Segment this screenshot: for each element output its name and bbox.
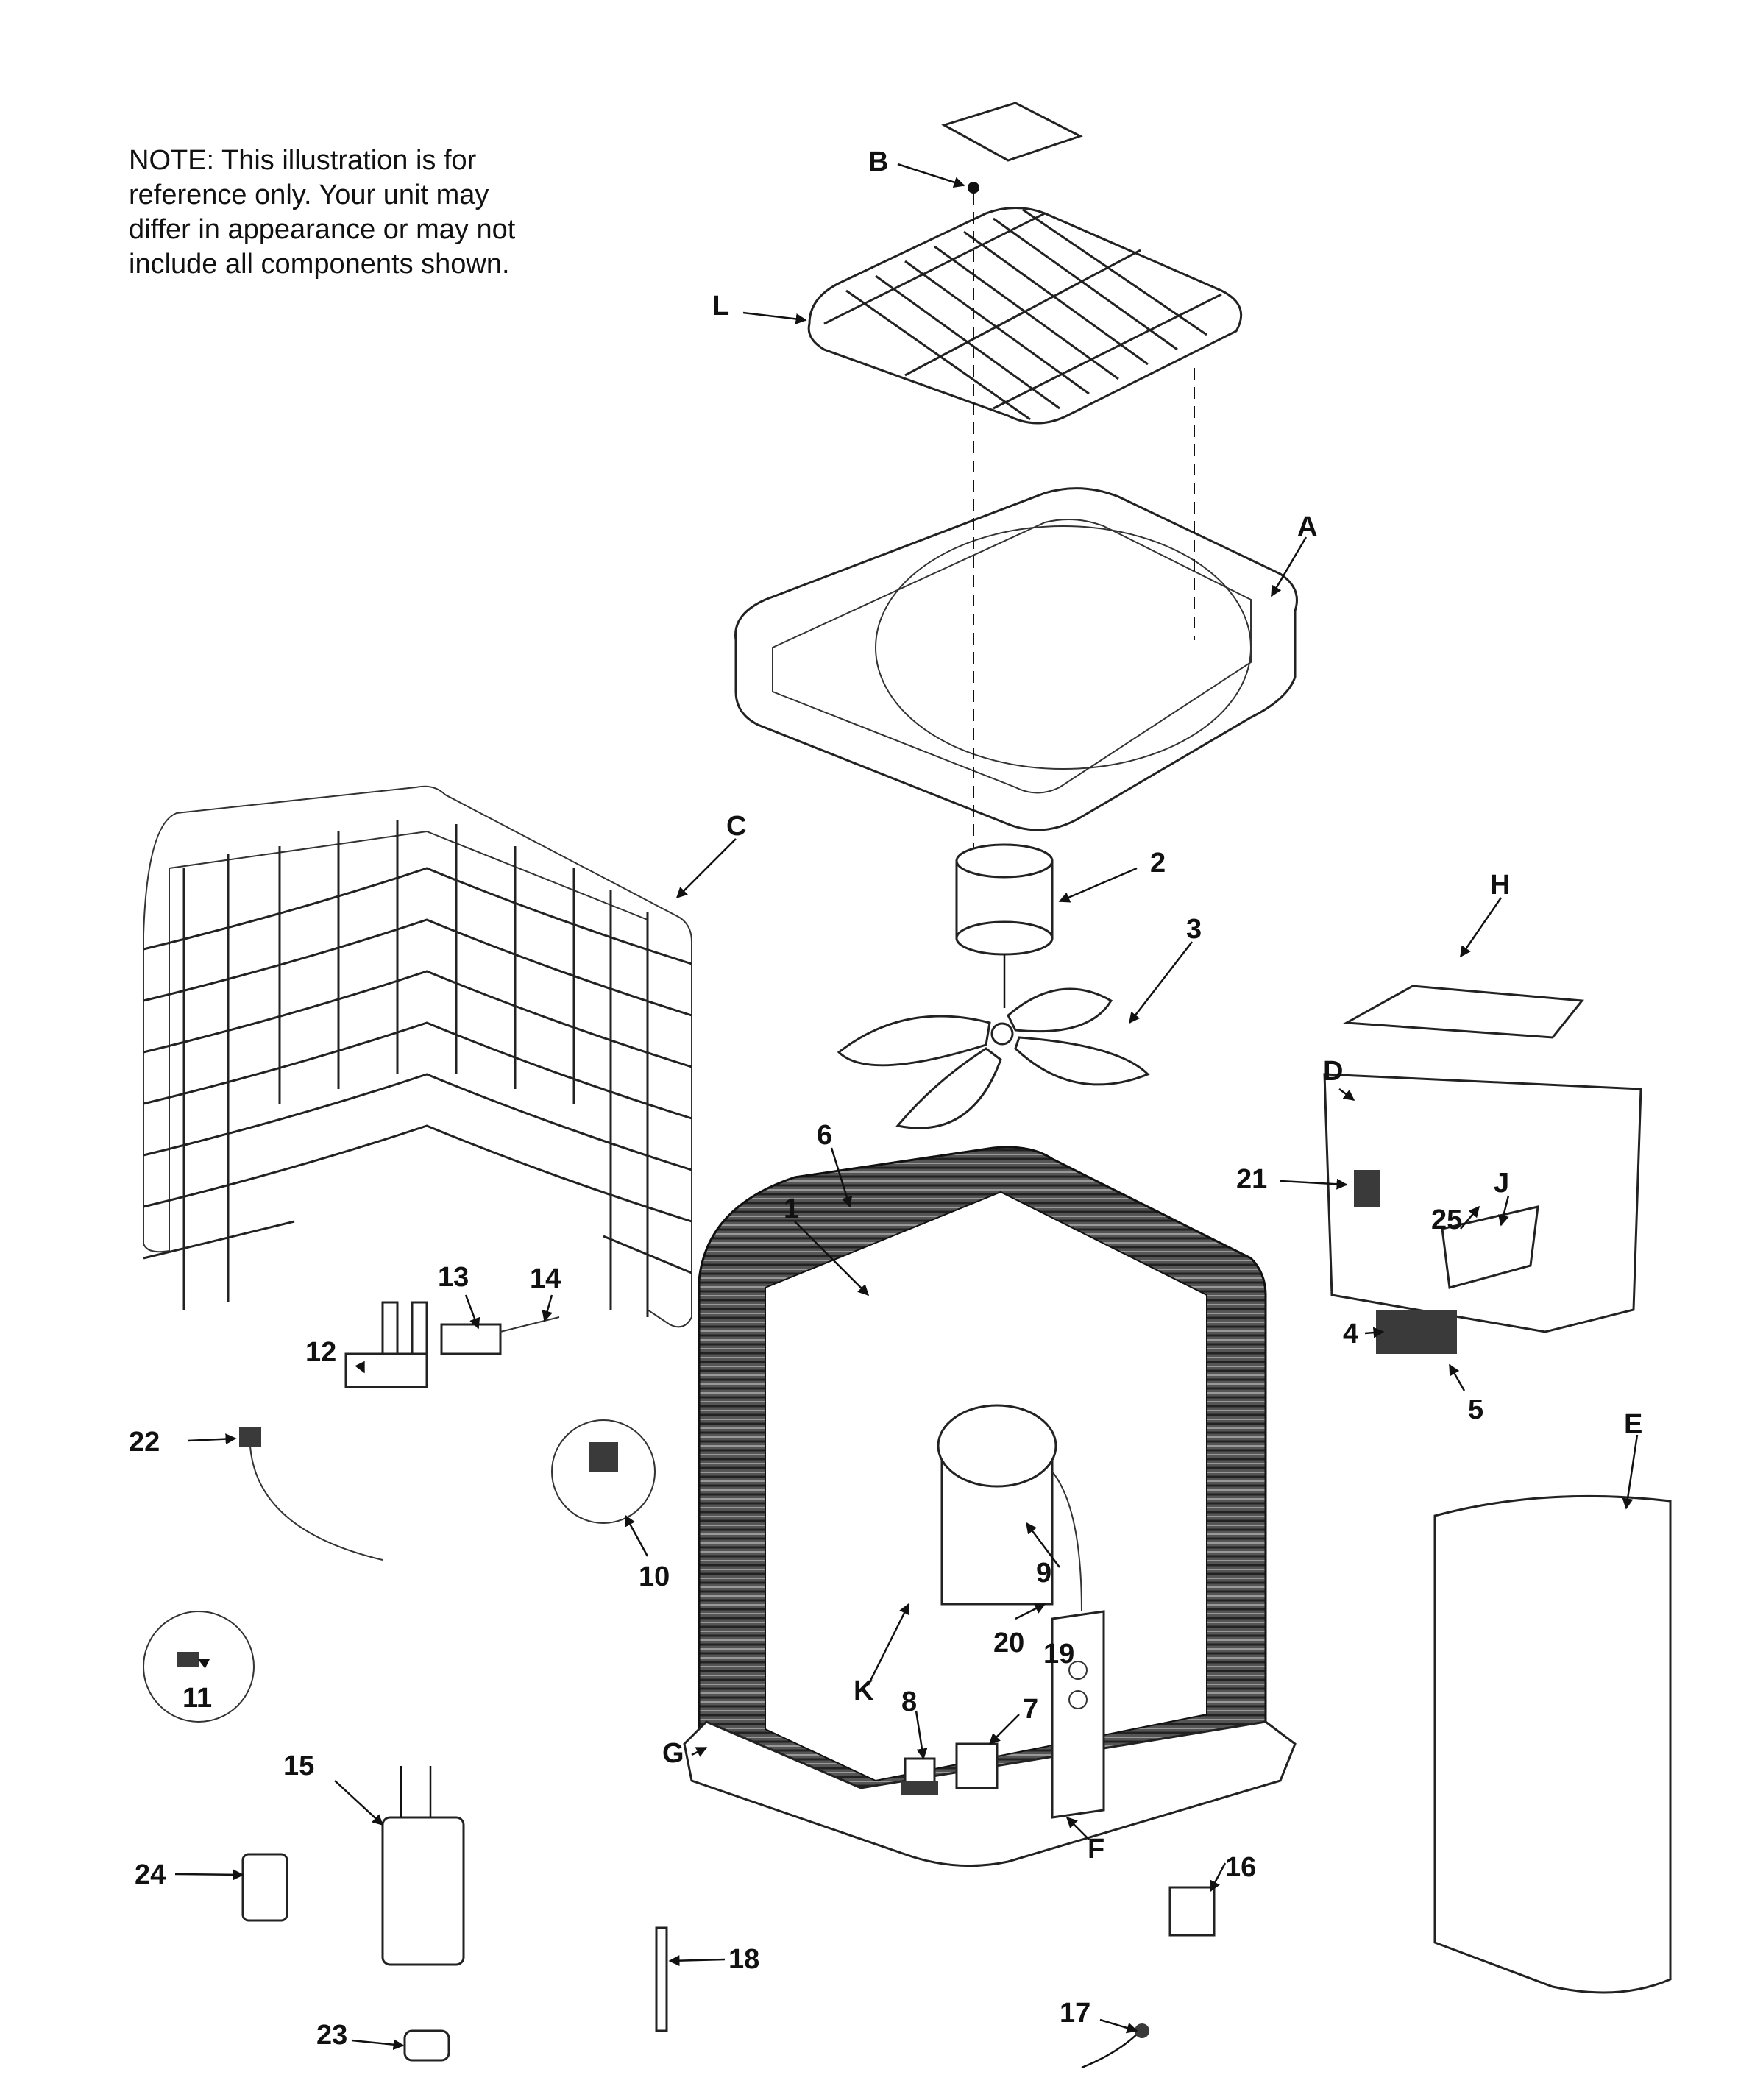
reversing-valve-assembly [344,1301,560,1388]
label-h: H [1490,870,1510,901]
label-1: 1 [784,1193,799,1224]
cap-plate [941,102,1083,162]
label-f: F [1088,1834,1104,1865]
label-19: 19 [1043,1639,1074,1670]
coil-guard [143,785,692,1328]
label-12: 12 [305,1337,336,1368]
fan-guard-grille [807,207,1243,425]
note-line: differ in appearance or may not [129,214,516,245]
base-pan [683,1720,1297,1867]
label-e: E [1624,1409,1642,1440]
label-j: J [1494,1168,1509,1199]
corner-panel [1051,1610,1105,1819]
label-b: B [868,146,888,177]
label-5: 5 [1468,1394,1483,1425]
access-panel [1433,1494,1672,1994]
control-box [1323,985,1642,1354]
label-23: 23 [316,2020,347,2051]
label-7: 7 [1023,1694,1038,1725]
label-9: 9 [1036,1558,1051,1589]
label-20: 20 [993,1628,1024,1659]
fan-motor [955,843,1054,1008]
reference-note: NOTE: This illustration is for reference… [129,143,556,282]
defrost-sensor [1081,2023,1149,2069]
label-14: 14 [530,1263,561,1294]
relay-terminals [1168,1886,1216,1937]
note-line: NOTE: This illustration is for [129,145,477,176]
label-c: C [726,811,746,842]
label-d: D [1323,1056,1343,1087]
label-13: 13 [438,1262,469,1293]
callout-labels: B L A C 2 3 H D 6 1 21 25 J 4 5 E 13 14 … [129,146,1642,2051]
detail-circle-11 [143,1611,255,1723]
label-18: 18 [728,1944,759,1975]
label-2: 2 [1150,848,1166,879]
label-11: 11 [182,1683,212,1714]
accumulator [381,1766,465,1966]
fan-blade [837,987,1150,1129]
top-panel [734,487,1298,831]
label-15: 15 [283,1750,314,1781]
detail-circle-10 [551,1419,656,1524]
label-22: 22 [129,1427,160,1458]
label-16: 16 [1225,1852,1256,1883]
sensor-plug [239,1427,383,1561]
label-8: 8 [901,1686,917,1717]
label-6: 6 [817,1120,832,1151]
leader-lines [174,163,1639,2051]
label-17: 17 [1060,1998,1090,2029]
label-24: 24 [135,1859,166,1890]
label-3: 3 [1186,914,1202,945]
thermistor [655,1926,668,2032]
label-l: L [712,291,729,322]
filter-drier [241,1853,288,1922]
strainer [403,2029,450,2062]
compressor [937,1404,1082,1612]
fan-bolt [968,182,979,194]
note-line: reference only. Your unit may [129,180,489,210]
label-g: G [662,1738,684,1769]
label-21: 21 [1236,1164,1267,1195]
label-10: 10 [639,1561,670,1592]
label-4: 4 [1343,1319,1358,1349]
label-25: 25 [1431,1205,1462,1235]
label-a: A [1297,511,1317,542]
label-k: K [854,1675,874,1706]
note-line: include all components shown. [129,249,510,280]
